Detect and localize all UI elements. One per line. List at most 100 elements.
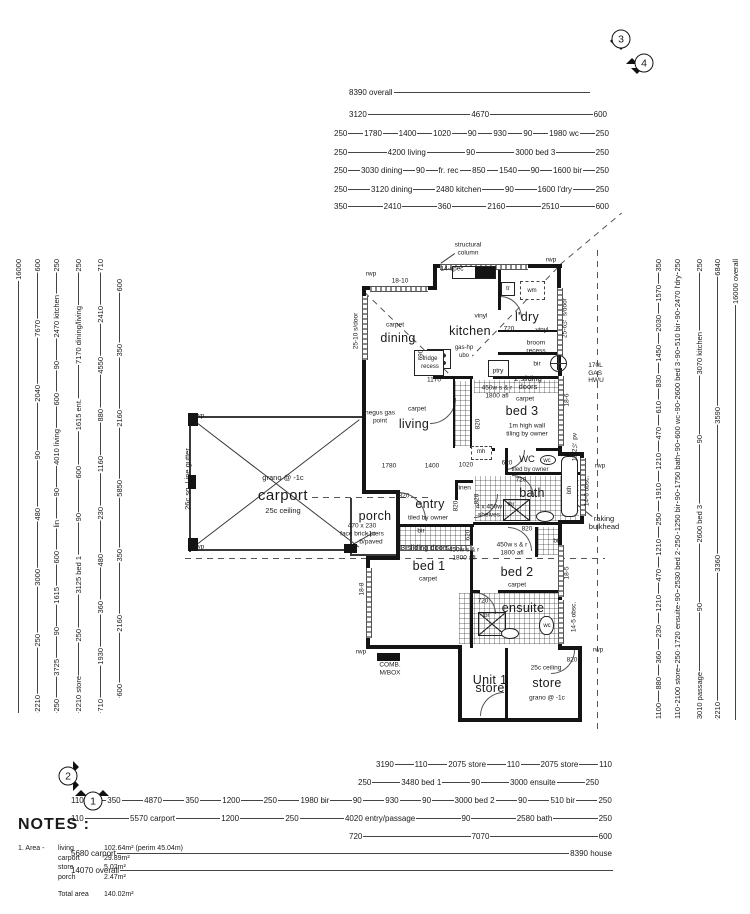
plan-label: 1400 xyxy=(424,462,440,470)
dim-label: lin xyxy=(51,519,61,529)
section-marker-2: 2 xyxy=(51,759,85,793)
dim-label: 600 xyxy=(73,464,83,480)
dim-label: 6840 xyxy=(712,258,722,277)
dim-label: 3000 bed 3 xyxy=(514,147,557,157)
dim-label: 510 bir xyxy=(549,795,576,805)
dim-label: 90 xyxy=(672,591,682,602)
dim-label: 90 xyxy=(517,795,528,805)
dim-label: 8390 overall xyxy=(348,87,394,97)
dim-label: 350 xyxy=(333,201,349,211)
wall xyxy=(493,376,562,379)
dim-label: 1615 xyxy=(51,586,61,605)
dim-label: 110 xyxy=(70,795,85,805)
dim-label: 350 xyxy=(653,258,663,273)
dim-label: 250 xyxy=(284,813,300,823)
dim-label: 250 xyxy=(73,258,83,273)
dim-row-top-overall: 8390 overall xyxy=(348,87,590,97)
dim-label: 1200 xyxy=(220,813,241,823)
notes-cell: 102.64m² (perim 45.04m) xyxy=(104,845,183,852)
plan-label: 170L GAS HWU xyxy=(588,361,604,384)
window xyxy=(400,545,473,551)
dim-label: 600 xyxy=(114,683,124,698)
tiled-area xyxy=(538,527,560,555)
dim-label: 4670 xyxy=(470,109,491,119)
dim-label: 7070 xyxy=(470,831,491,841)
dim-label: 480 xyxy=(32,506,42,522)
wall xyxy=(498,268,501,310)
dim-label: 7670 xyxy=(32,319,42,338)
dim-label: 2470 l'dry xyxy=(672,274,682,309)
door-swing xyxy=(500,296,522,318)
plan-label: carpet xyxy=(507,581,527,589)
window xyxy=(558,600,564,644)
dim-label: 110 xyxy=(672,705,682,720)
dim-label: 2210 store xyxy=(73,675,83,713)
dim-label: 2600 bed 3 xyxy=(672,361,682,401)
plan-line xyxy=(440,253,455,264)
section-marker-1: 1 xyxy=(75,784,110,818)
dim-label: 1250 bir xyxy=(672,503,682,533)
plan-label: kitchen xyxy=(449,324,491,338)
dim-label: 90 xyxy=(470,777,482,787)
dim-label: 3190 xyxy=(375,759,395,769)
wall xyxy=(558,646,582,650)
marker-arrow-icon xyxy=(97,784,109,796)
section-marker-3-number: 3 xyxy=(611,29,631,49)
plan-label: bed 3 xyxy=(505,404,539,418)
wall xyxy=(400,524,474,527)
dim-label: 90 xyxy=(351,795,363,805)
plan-label: COMB. M/BOX xyxy=(379,661,401,677)
tiled-area xyxy=(474,380,558,393)
dim-label: 600 xyxy=(32,258,42,273)
dim-label: 250 xyxy=(653,512,663,527)
window xyxy=(558,376,564,446)
dim-label: 350 xyxy=(114,548,124,563)
dim-label: 1400 xyxy=(397,128,418,138)
dim-label: 7170 dining/living xyxy=(73,305,83,366)
dim-label: 600 xyxy=(592,109,608,119)
dim-label: 720 xyxy=(348,831,364,841)
xbox-fixture xyxy=(478,612,506,636)
window xyxy=(558,545,564,597)
wall xyxy=(498,352,560,355)
dim-label: 250 xyxy=(594,165,610,175)
plan-line xyxy=(312,497,430,498)
plan-line xyxy=(560,212,622,265)
wall xyxy=(505,448,508,475)
wall xyxy=(433,376,473,379)
plan-label: rwp xyxy=(592,646,604,654)
plan-label: raking bulkhead xyxy=(588,514,620,531)
dim-label: 90 xyxy=(672,349,682,360)
dim-label: 1210 xyxy=(653,537,663,557)
dim-label: 3480 bed 1 xyxy=(400,777,443,787)
box-fixture xyxy=(414,350,444,376)
dim-label: 90 xyxy=(460,813,472,823)
dim-label: 360 xyxy=(95,599,105,615)
dim-label: 600 xyxy=(114,278,124,293)
wall xyxy=(362,490,400,494)
dash-fixture xyxy=(471,446,492,460)
plan-label: negus gas point xyxy=(365,409,395,425)
wall xyxy=(470,524,473,648)
section-marker-4: 4 xyxy=(626,46,661,80)
dim-label: 250 xyxy=(262,795,278,805)
dim-label: 600 wc xyxy=(672,414,682,441)
door-swing xyxy=(508,527,532,551)
plan-line xyxy=(350,498,352,556)
dim-label: 90 xyxy=(672,491,682,502)
dim-label: 110 xyxy=(505,759,521,769)
xbox-fixture xyxy=(503,499,530,521)
black-fixture xyxy=(377,653,400,661)
dim-label: 90 xyxy=(672,441,682,453)
section-marker-3: 3 xyxy=(604,22,638,56)
notes-cell xyxy=(18,873,58,883)
dim-label: 250 xyxy=(51,698,61,713)
dim-label: 360 xyxy=(436,201,453,211)
oval-fixture xyxy=(501,628,519,639)
dim-label: 4870 xyxy=(143,795,163,805)
notes-cell: 29.89m² xyxy=(104,854,130,862)
